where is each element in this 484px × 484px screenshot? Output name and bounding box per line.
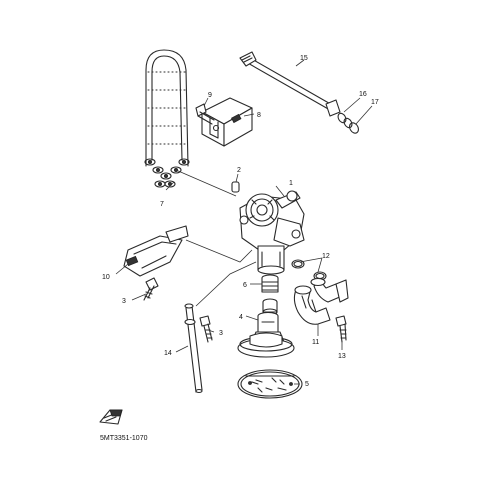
o-rings bbox=[337, 112, 359, 134]
drive-chain bbox=[144, 49, 190, 188]
callout-11: 11 bbox=[312, 339, 319, 346]
chain-guide bbox=[201, 97, 253, 147]
callout-16: 16 bbox=[359, 91, 367, 98]
callout-4: 4 bbox=[239, 314, 243, 321]
pipe-14 bbox=[184, 303, 203, 394]
callout-12: 12 bbox=[322, 253, 330, 260]
oil-pipe bbox=[239, 51, 341, 117]
strainer-screen bbox=[237, 369, 303, 399]
callout-15: 15 bbox=[300, 55, 308, 62]
callout-10: 10 bbox=[102, 274, 110, 281]
callout-14: 14 bbox=[164, 350, 172, 357]
callout-7: 7 bbox=[160, 201, 164, 208]
strainer-neck bbox=[261, 274, 279, 316]
dowel-pin bbox=[231, 181, 240, 193]
callout-1: 1 bbox=[289, 180, 293, 187]
bolt-3-right bbox=[199, 315, 213, 343]
bolt-3-left bbox=[143, 277, 159, 301]
strainer-housing bbox=[237, 311, 295, 358]
callout-3b: 3 bbox=[219, 330, 223, 337]
bolt-9 bbox=[195, 103, 215, 125]
bolt-13 bbox=[335, 315, 347, 343]
callout-9: 9 bbox=[208, 92, 212, 99]
drawing-code: 5MT3351-1070 bbox=[100, 435, 148, 442]
engine-reference-icon bbox=[99, 409, 123, 425]
callout-8: 8 bbox=[257, 112, 261, 119]
callout-3a: 3 bbox=[122, 298, 126, 305]
callout-2: 2 bbox=[237, 167, 241, 174]
leader-lines bbox=[115, 59, 373, 385]
callout-17: 17 bbox=[371, 99, 379, 106]
lower-guide bbox=[123, 225, 189, 277]
callout-labels: 1 2 3 3 4 5 6 7 8 9 10 11 12 13 14 15 16… bbox=[102, 55, 379, 388]
callout-13: 13 bbox=[338, 353, 346, 360]
callout-5: 5 bbox=[305, 381, 309, 388]
callout-6: 6 bbox=[243, 282, 247, 289]
oil-pump-assembly bbox=[239, 190, 305, 275]
elbow-pipe bbox=[293, 277, 349, 325]
